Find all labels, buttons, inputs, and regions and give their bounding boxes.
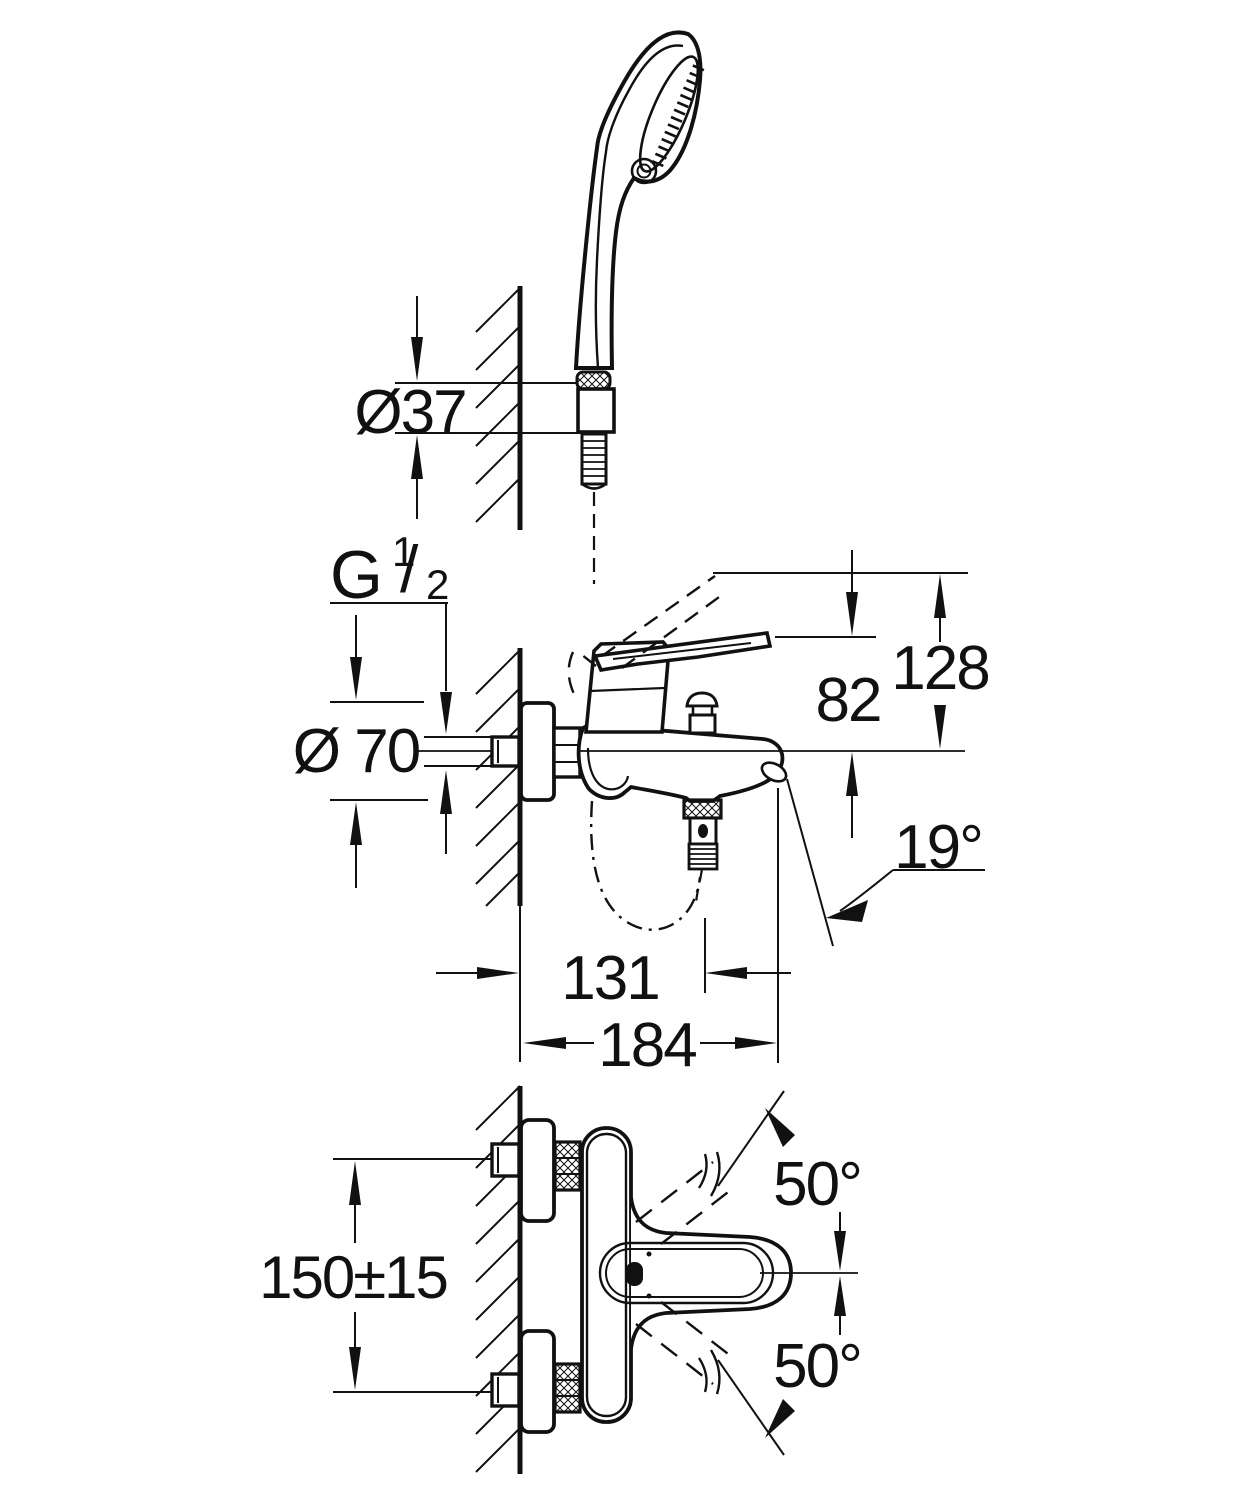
mixer-top-view [333, 1085, 858, 1474]
shower-holder-body [576, 387, 616, 434]
label-thread-sup: 1 [392, 528, 414, 575]
spout-swivel-envelope [590, 800, 702, 931]
dim-37 [395, 296, 582, 519]
escutcheon-top-view-2 [519, 1329, 556, 1434]
escutcheon-side [519, 701, 556, 802]
arrow [440, 692, 452, 734]
s-union-square-top [490, 1142, 521, 1178]
mixer-body-spout [576, 720, 785, 803]
arrow [846, 752, 858, 796]
arrow [934, 705, 946, 749]
label-184: 184 [598, 1011, 696, 1080]
angle-19 [777, 778, 985, 1063]
lever-top-view-mark [626, 1262, 643, 1286]
g-half-leader [330, 602, 491, 854]
holder-knurled-ring [575, 370, 612, 391]
arrow [765, 1108, 795, 1147]
dimension-labels: Ø37 G 1 / 2 Ø 70 82 128 19° 131 184 150±… [259, 378, 991, 1401]
swivel-tip-arcs [697, 1151, 721, 1395]
hand-shower-outline [573, 30, 703, 370]
arrow [705, 967, 747, 979]
label-150: 150±15 [259, 1244, 447, 1311]
hose-union-knurled [682, 798, 723, 820]
label-19deg: 19° [894, 813, 982, 882]
arrow [411, 337, 423, 381]
s-union-square [490, 735, 521, 768]
dot [646, 1293, 652, 1299]
diverter-knob-base [688, 713, 717, 735]
escutcheon-top-view-1 [519, 1118, 556, 1223]
arrow [349, 1161, 361, 1205]
arrow [349, 1347, 361, 1390]
union-nut-2 [553, 1362, 582, 1414]
arrow [846, 592, 858, 636]
spout-swivel-up-dashed [635, 1161, 737, 1245]
dim-150 [333, 1158, 492, 1393]
hose-dash-curve [694, 868, 704, 904]
angle-50-upper [717, 1090, 795, 1187]
arrow [765, 1399, 795, 1438]
hose-connector-end [581, 482, 607, 490]
arrow [411, 435, 423, 479]
arrow [440, 770, 452, 814]
arrow [834, 1231, 846, 1271]
arrow [477, 967, 519, 979]
label-dia-37: Ø37 [354, 378, 465, 447]
wall-hatching-middle [475, 649, 521, 907]
hose-thread-ridges [582, 440, 606, 477]
hose-union-hole [698, 824, 708, 838]
body-inner-arc [586, 747, 630, 791]
hand-shower-inner-contour [594, 44, 684, 369]
angle-50-lower [717, 1359, 795, 1456]
label-thread-g: G [330, 537, 381, 613]
label-thread-sub: 2 [426, 561, 448, 608]
hose-union-thread [687, 842, 719, 871]
wall-hatching-top [475, 287, 521, 523]
arrow [350, 802, 362, 845]
ext-lines-height [713, 550, 968, 838]
label-131: 131 [561, 944, 658, 1013]
label-50-upper: 50° [773, 1150, 861, 1219]
dim-70 [330, 615, 428, 888]
dim-131-184 [436, 918, 791, 1044]
lever-raised-dashed [567, 575, 727, 695]
mixer-side-view [330, 550, 985, 1063]
label-dia-70: Ø 70 [293, 717, 420, 786]
arrow [834, 1276, 846, 1316]
arrow [934, 574, 946, 618]
spray-face-hub-inner [636, 163, 652, 179]
dot [646, 1251, 652, 1257]
cartridge-joint-line [589, 686, 665, 693]
s-union-square-bottom [490, 1372, 521, 1408]
spray-face-rim [638, 55, 700, 173]
lever-inner-line [612, 642, 752, 660]
arrow [350, 657, 362, 700]
spout-swivel-down-dashed [635, 1301, 737, 1385]
arrow [826, 900, 868, 922]
label-50-lower: 50° [773, 1332, 861, 1401]
diverter-knob-cap [685, 691, 719, 708]
spray-face-hub [630, 157, 658, 185]
label-thread-slash: / [400, 532, 419, 606]
spray-face-nozzles [651, 64, 705, 168]
union-nut-hex [552, 726, 582, 779]
hand-shower-view [395, 30, 705, 584]
union-nut-1 [553, 1140, 582, 1192]
spout-outlet [760, 761, 788, 783]
arrow [735, 1037, 777, 1049]
label-128: 128 [891, 634, 988, 703]
hose-union-thread-ridges [689, 848, 717, 865]
arrow [523, 1037, 566, 1049]
label-82: 82 [816, 666, 881, 735]
